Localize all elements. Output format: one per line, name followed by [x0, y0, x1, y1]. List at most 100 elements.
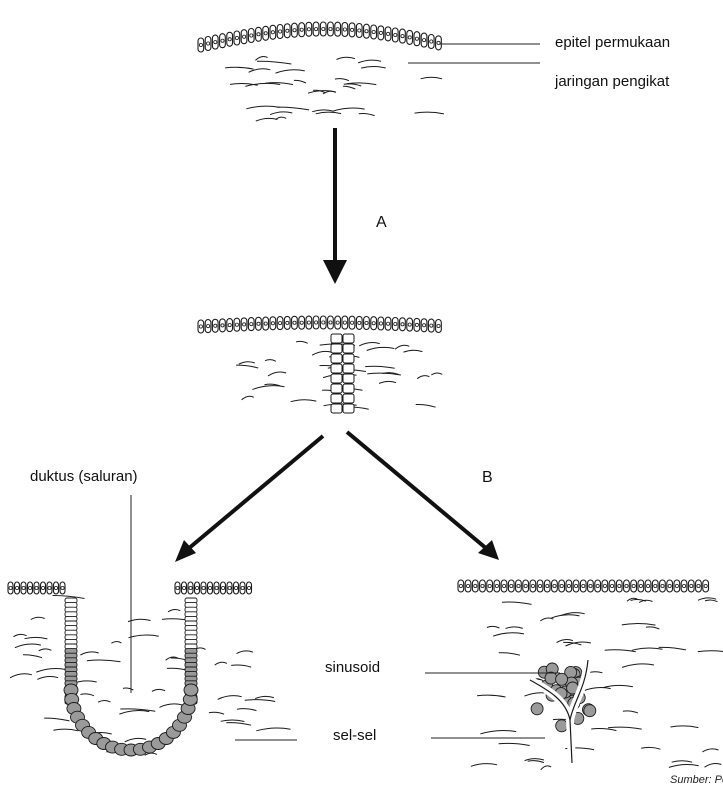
arrow-left	[188, 436, 323, 549]
fiber-stroke	[308, 91, 336, 94]
fiber-stroke	[335, 79, 349, 81]
cord-cell	[331, 404, 342, 413]
fiber-stroke	[622, 664, 654, 667]
arrow-b	[347, 432, 487, 549]
fiber-stroke	[316, 112, 341, 114]
secretory-cell	[184, 684, 198, 696]
fiber-stroke	[416, 404, 436, 407]
endocrine-cell	[531, 703, 543, 715]
fiber-stroke	[13, 634, 26, 636]
fiber-stroke	[252, 386, 284, 390]
fiber-stroke	[359, 343, 380, 346]
cord-cell	[343, 344, 354, 353]
fiber-stroke	[15, 644, 41, 648]
stage-2-tissue	[198, 316, 442, 413]
fiber-stroke	[552, 615, 580, 618]
fiber-stroke	[36, 668, 66, 672]
fiber-stroke	[359, 113, 375, 115]
fiber-stroke	[160, 704, 183, 707]
label-surface-epithelium: epitel permukaan	[555, 34, 670, 51]
cord-cell	[331, 374, 342, 383]
fiber-stroke	[226, 723, 251, 726]
fiber-stroke	[333, 108, 365, 111]
fiber-stroke	[294, 80, 306, 83]
fiber-stroke	[119, 711, 149, 715]
fiber-stroke	[80, 652, 98, 655]
fiber-stroke	[152, 689, 165, 691]
fiber-stroke	[256, 118, 278, 121]
fiber-stroke	[125, 738, 147, 742]
fiber-stroke	[421, 77, 442, 79]
exocrine-gland-tissue	[8, 582, 291, 756]
fiber-stroke	[705, 763, 722, 767]
fiber-stroke	[81, 694, 94, 696]
cord-cell	[331, 364, 342, 373]
fiber-stroke	[404, 350, 423, 352]
fiber-stroke	[291, 400, 317, 402]
fiber-stroke	[236, 365, 258, 368]
fiber-stroke	[312, 351, 332, 355]
fiber-stroke	[225, 67, 253, 69]
fiber-stroke	[698, 651, 723, 653]
fiber-stroke	[672, 761, 693, 763]
source-credit: Sumber: Pe	[670, 774, 723, 786]
fiber-stroke	[276, 70, 305, 73]
fiber-stroke	[702, 749, 718, 752]
endocrine-cell	[556, 673, 568, 685]
fiber-stroke	[487, 626, 500, 628]
fiber-stroke	[168, 609, 180, 611]
fiber-stroke	[25, 637, 48, 639]
arrow-a-head	[323, 260, 347, 284]
fiber-stroke	[669, 765, 699, 768]
fiber-stroke	[257, 61, 291, 64]
fiber-stroke	[296, 341, 308, 343]
fiber-stroke	[705, 600, 718, 602]
fiber-stroke	[31, 617, 45, 619]
fiber-stroke	[312, 110, 334, 112]
fiber-stroke	[231, 665, 251, 667]
fiber-stroke	[541, 766, 551, 770]
label-step-b: B	[482, 469, 493, 487]
label-connective-tissue: jaringan pengikat	[555, 73, 669, 90]
fiber-stroke	[506, 627, 523, 629]
stage-1-tissue	[198, 22, 444, 121]
fiber-stroke	[209, 712, 224, 714]
fiber-stroke	[245, 700, 276, 702]
label-cells: sel-sel	[333, 727, 376, 744]
cord-cell	[331, 354, 342, 363]
fiber-stroke	[477, 695, 505, 697]
fiber-stroke	[603, 685, 633, 687]
fiber-stroke	[87, 660, 121, 662]
fiber-stroke	[44, 718, 69, 721]
cord-cell	[331, 334, 342, 343]
fiber-stroke	[256, 728, 290, 731]
fiber-stroke	[343, 86, 355, 89]
cord-cell	[331, 394, 342, 403]
fiber-stroke	[270, 112, 292, 115]
cord-cell	[343, 364, 354, 373]
fiber-stroke	[123, 688, 133, 690]
fiber-stroke	[242, 396, 254, 400]
cord-cell	[343, 374, 354, 383]
fiber-stroke	[471, 764, 497, 767]
cord-cell	[343, 394, 354, 403]
cord-cell	[343, 384, 354, 393]
fiber-stroke	[415, 112, 444, 114]
fiber-stroke	[395, 345, 409, 349]
fiber-stroke	[365, 366, 395, 368]
fiber-stroke	[480, 731, 516, 734]
label-sinusoid: sinusoid	[325, 659, 380, 676]
cord-cell	[331, 384, 342, 393]
fiber-stroke	[276, 117, 286, 119]
fiber-stroke	[111, 641, 121, 643]
fiber-stroke	[431, 373, 442, 375]
fiber-stroke	[344, 84, 361, 86]
fiber-stroke	[367, 347, 395, 350]
fiber-stroke	[23, 655, 42, 658]
fiber-stroke	[659, 647, 686, 650]
fiber-stroke	[218, 696, 242, 700]
fiber-stroke	[641, 747, 660, 749]
fiber-stroke	[337, 57, 355, 59]
endocrine-cell	[545, 672, 557, 684]
fiber-stroke	[583, 688, 611, 691]
